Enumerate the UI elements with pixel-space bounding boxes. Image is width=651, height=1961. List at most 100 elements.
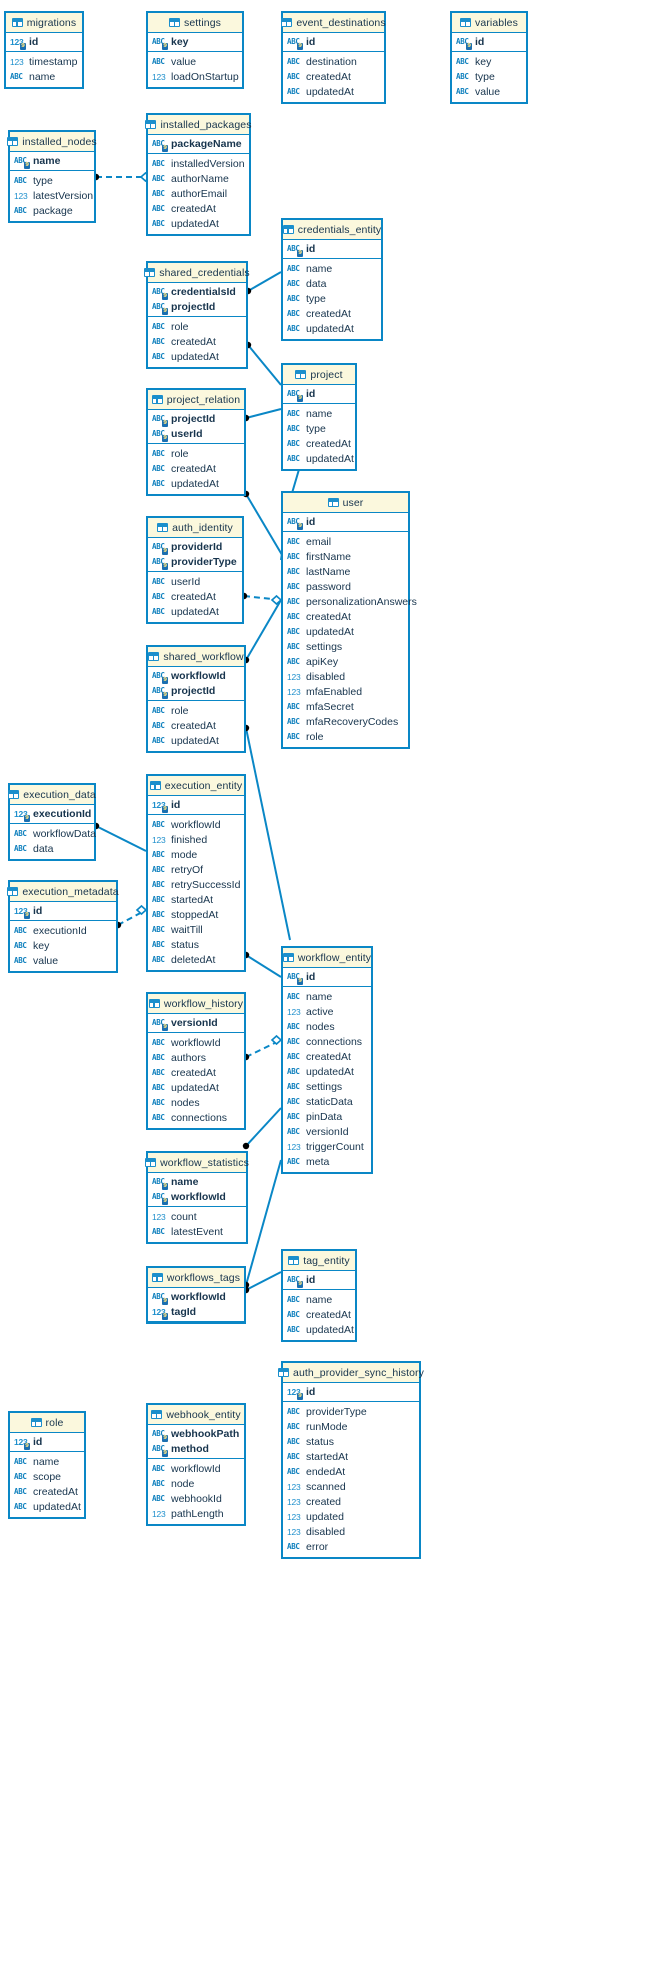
table-header[interactable]: auth_provider_sync_history xyxy=(278,1363,424,1383)
table-header[interactable]: shared_credentials xyxy=(144,263,250,283)
table-header[interactable]: migrations xyxy=(6,13,82,33)
table-header[interactable]: workflow_entity xyxy=(282,948,371,968)
table-header[interactable]: workflow_statistics xyxy=(145,1153,249,1173)
table-header[interactable]: settings xyxy=(148,13,242,33)
table-header[interactable]: execution_data xyxy=(8,785,96,805)
table-header[interactable]: auth_identity xyxy=(148,518,242,538)
table-header[interactable]: installed_nodes xyxy=(7,132,97,152)
table-header[interactable]: project_relation xyxy=(148,390,244,410)
table-header[interactable]: role xyxy=(10,1413,84,1433)
table-header[interactable]: project xyxy=(283,365,355,385)
table-header[interactable]: variables xyxy=(452,13,526,33)
table-header[interactable]: credentials_entity xyxy=(282,220,381,240)
table-header[interactable]: workflow_history xyxy=(148,994,244,1014)
table-header[interactable]: workflows_tags xyxy=(148,1268,244,1288)
